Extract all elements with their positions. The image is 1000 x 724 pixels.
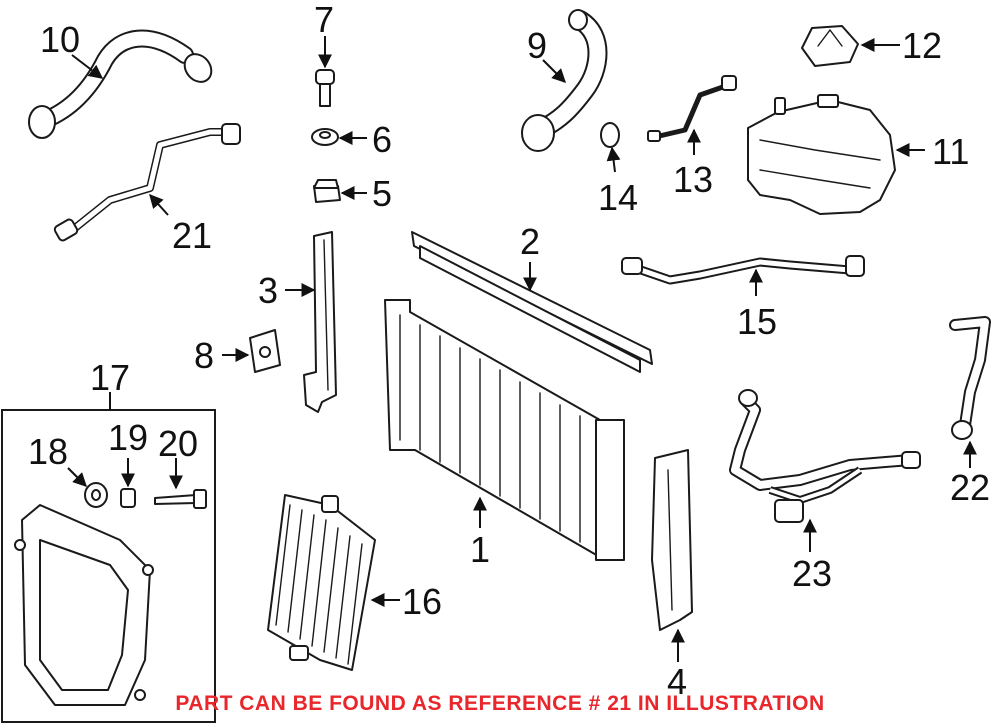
part-18-bushing	[84, 482, 108, 508]
callout-12: 12	[902, 25, 942, 66]
callout-5: 5	[372, 173, 392, 214]
part-14-clamp	[600, 122, 620, 148]
part-1-radiator	[384, 299, 625, 561]
callout-10: 10	[40, 19, 80, 60]
callout-6: 6	[372, 119, 392, 160]
callout-22: 22	[950, 467, 990, 508]
part-17-group	[1, 409, 216, 723]
callout-18: 18	[28, 431, 68, 472]
callout-17: 17	[90, 357, 130, 398]
part-3-baffle	[303, 231, 337, 413]
part-10-upper-hose	[28, 29, 213, 139]
part-13-vent-line	[647, 75, 737, 142]
callout-16: 16	[402, 581, 442, 622]
leader-18	[67, 467, 87, 487]
part-7-pin	[315, 69, 335, 107]
callout-20: 20	[158, 423, 198, 464]
part-23-hose-assembly	[729, 389, 921, 523]
part-6-grommet	[311, 128, 339, 146]
part-22-hose	[949, 316, 991, 440]
callout-9: 9	[527, 25, 547, 66]
part-17-shroud	[14, 504, 154, 706]
part-2-seal	[411, 231, 653, 373]
part-8-bracket	[249, 329, 281, 373]
leader-10	[71, 54, 104, 79]
part-20-bolt	[154, 489, 207, 509]
leader-9	[542, 59, 566, 83]
callout-23: 23	[792, 553, 832, 594]
callout-13: 13	[673, 159, 713, 200]
callout-4: 4	[667, 661, 687, 702]
callout-7: 7	[314, 0, 334, 40]
part-19-nut	[120, 488, 136, 508]
part-4-side-baffle	[651, 449, 693, 631]
callout-2: 2	[520, 221, 540, 262]
callout-3: 3	[258, 270, 278, 311]
part-11-expansion-tank	[747, 94, 896, 215]
callout-1: 1	[470, 529, 490, 570]
callout-numbers: 10 21 7 6 5 9 14 13 12 11 2 3 8 15 1 4 1…	[28, 0, 990, 702]
callout-11: 11	[932, 131, 969, 172]
callout-14: 14	[598, 177, 638, 218]
leader-21	[149, 193, 169, 216]
part-5-clip	[313, 179, 341, 203]
leader-14	[606, 146, 621, 173]
callout-15: 15	[737, 301, 777, 342]
group-17-frame	[1, 409, 216, 723]
callout-8: 8	[194, 335, 214, 376]
part-15-hose	[621, 255, 865, 285]
leader-lines	[67, 36, 977, 662]
part-16-aux-radiator	[267, 494, 376, 671]
reference-note: PART CAN BE FOUND AS REFERENCE # 21 IN I…	[175, 692, 825, 715]
part-21-small-pipe	[53, 123, 241, 242]
part-9-hose	[521, 9, 608, 152]
callout-19: 19	[108, 417, 148, 458]
part-12-cap	[801, 25, 859, 67]
callout-21: 21	[172, 215, 212, 256]
